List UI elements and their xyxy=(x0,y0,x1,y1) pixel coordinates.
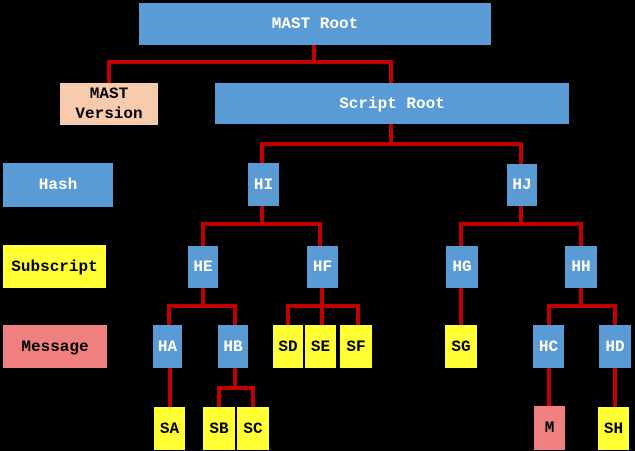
node-sh: SH xyxy=(598,407,629,450)
connector-hf-drop xyxy=(318,224,322,246)
legend-message: Message xyxy=(3,325,107,368)
connector-hj-bar xyxy=(459,222,583,226)
connector-hc-drop xyxy=(547,306,551,325)
node-script-root: Script Root xyxy=(215,83,569,124)
connector-sb-drop xyxy=(217,388,221,407)
connector-sf-drop xyxy=(356,306,360,325)
connector-sd-drop xyxy=(286,306,290,325)
legend-subscript: Subscript xyxy=(3,245,106,288)
node-hd: HD xyxy=(599,325,631,368)
node-mast-root: MAST Root xyxy=(139,3,491,45)
connector-scriptroot-drop xyxy=(389,62,393,83)
node-sc: SC xyxy=(237,407,269,450)
connector-hi-drop xyxy=(260,144,264,163)
connector-he-stem xyxy=(201,288,205,306)
connector-hi-stem xyxy=(260,206,264,224)
connector-ha-drop xyxy=(167,306,171,325)
node-he: HE xyxy=(188,246,218,288)
connector-he-drop xyxy=(201,224,205,246)
connector-hh-drop xyxy=(579,224,583,246)
connector-mastroot-stem xyxy=(312,44,316,62)
node-hj: HJ xyxy=(507,164,537,206)
connector-sa-drop xyxy=(168,368,172,407)
node-m: M xyxy=(534,406,565,450)
node-hi: HI xyxy=(248,163,279,206)
node-se: SE xyxy=(305,325,336,368)
node-sd: SD xyxy=(273,325,303,368)
node-hb: HB xyxy=(218,325,248,368)
connector-sc-drop xyxy=(251,388,255,407)
connector-hg-drop xyxy=(459,224,463,246)
connector-hj-drop xyxy=(519,144,523,164)
node-sf: SF xyxy=(340,325,372,368)
connector-hh-stem xyxy=(579,288,583,306)
connector-hj-stem xyxy=(519,206,523,224)
connector-m-drop xyxy=(547,368,551,406)
legend-hash: Hash xyxy=(3,163,113,207)
connector-hb-bar xyxy=(217,386,255,390)
connector-hi-bar xyxy=(201,222,322,226)
connector-he-bar xyxy=(167,304,237,308)
node-hf: HF xyxy=(307,246,338,288)
connector-sh-drop xyxy=(613,368,617,407)
connector-hb-drop xyxy=(233,306,237,325)
connector-mastroot-bar xyxy=(107,60,393,64)
connector-hb-stem xyxy=(233,368,237,388)
connector-hf-bar xyxy=(286,304,360,308)
node-ha: HA xyxy=(153,325,182,368)
connector-hh-bar xyxy=(547,304,617,308)
node-sg: SG xyxy=(445,325,477,368)
connector-hd-drop xyxy=(613,306,617,325)
connector-sg-drop xyxy=(459,288,463,325)
node-hg: HG xyxy=(446,246,478,288)
connector-mastversion-drop xyxy=(107,62,111,83)
connector-scriptroot-stem xyxy=(389,124,393,144)
node-hh: HH xyxy=(565,246,597,288)
connector-scriptroot-bar xyxy=(260,142,523,146)
node-sa: SA xyxy=(154,407,185,450)
node-sb: SB xyxy=(203,407,235,450)
node-mast-version: MAST Version xyxy=(60,83,158,125)
node-hc: HC xyxy=(533,325,564,368)
